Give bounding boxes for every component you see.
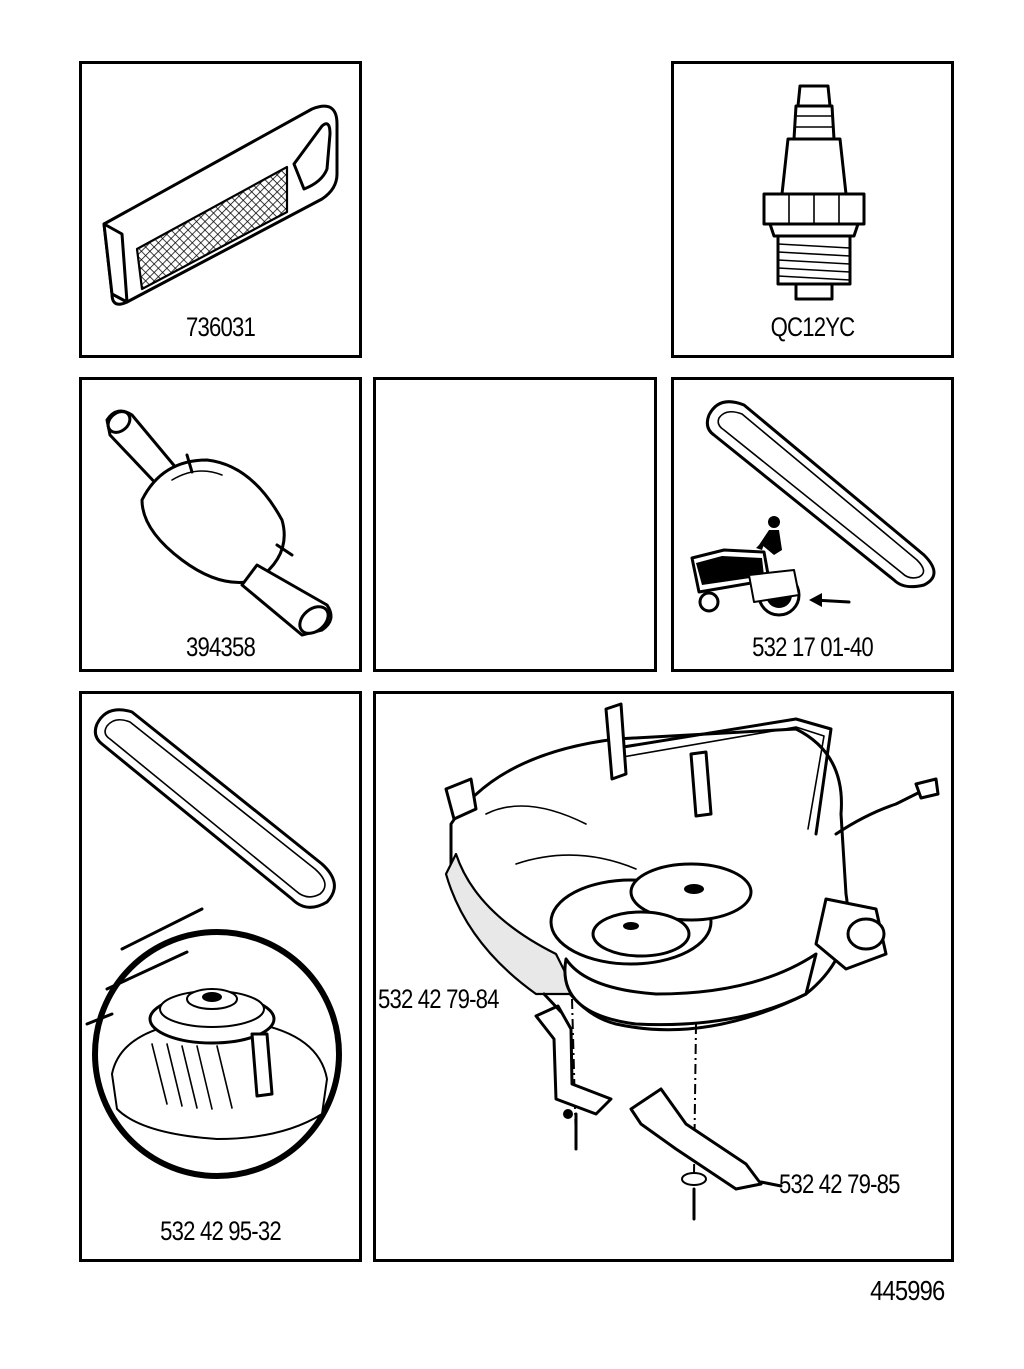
document-number: 445996 xyxy=(869,1275,945,1306)
fuel-filter-icon xyxy=(105,409,333,637)
deck-belt-icon xyxy=(93,708,336,909)
tractor-icon xyxy=(690,516,851,617)
part-number-deck-belt-pulley: 532 42 95-32 xyxy=(160,1216,281,1246)
part-number-air-filter: 736031 xyxy=(186,312,256,342)
panel-spark-plug: QC12YC xyxy=(671,61,954,358)
part-number-drive-belt: 532 17 01-40 xyxy=(752,632,873,662)
part-number-blade-right: 532 42 79-85 xyxy=(779,1169,900,1199)
air-filter-icon xyxy=(102,104,339,306)
mower-deck-icon xyxy=(444,702,940,1221)
panel-air-filter: 736031 xyxy=(79,61,362,358)
panel-empty xyxy=(373,377,657,672)
panel-fuel-filter: 394358 xyxy=(79,377,362,672)
panel-deck-belt-pulley: 532 42 95-32 xyxy=(79,691,362,1262)
drive-belt-icon xyxy=(705,400,936,589)
panel-mower-deck: 532 42 79-84 532 42 79-85 xyxy=(373,691,954,1262)
part-number-blade-left: 532 42 79-84 xyxy=(378,984,499,1014)
part-number-spark-plug: QC12YC xyxy=(770,312,855,342)
part-number-fuel-filter: 394358 xyxy=(186,632,256,662)
spark-plug-icon xyxy=(762,84,866,301)
panel-drive-belt: 532 17 01-40 xyxy=(671,377,954,672)
pulley-icon xyxy=(85,907,342,1179)
